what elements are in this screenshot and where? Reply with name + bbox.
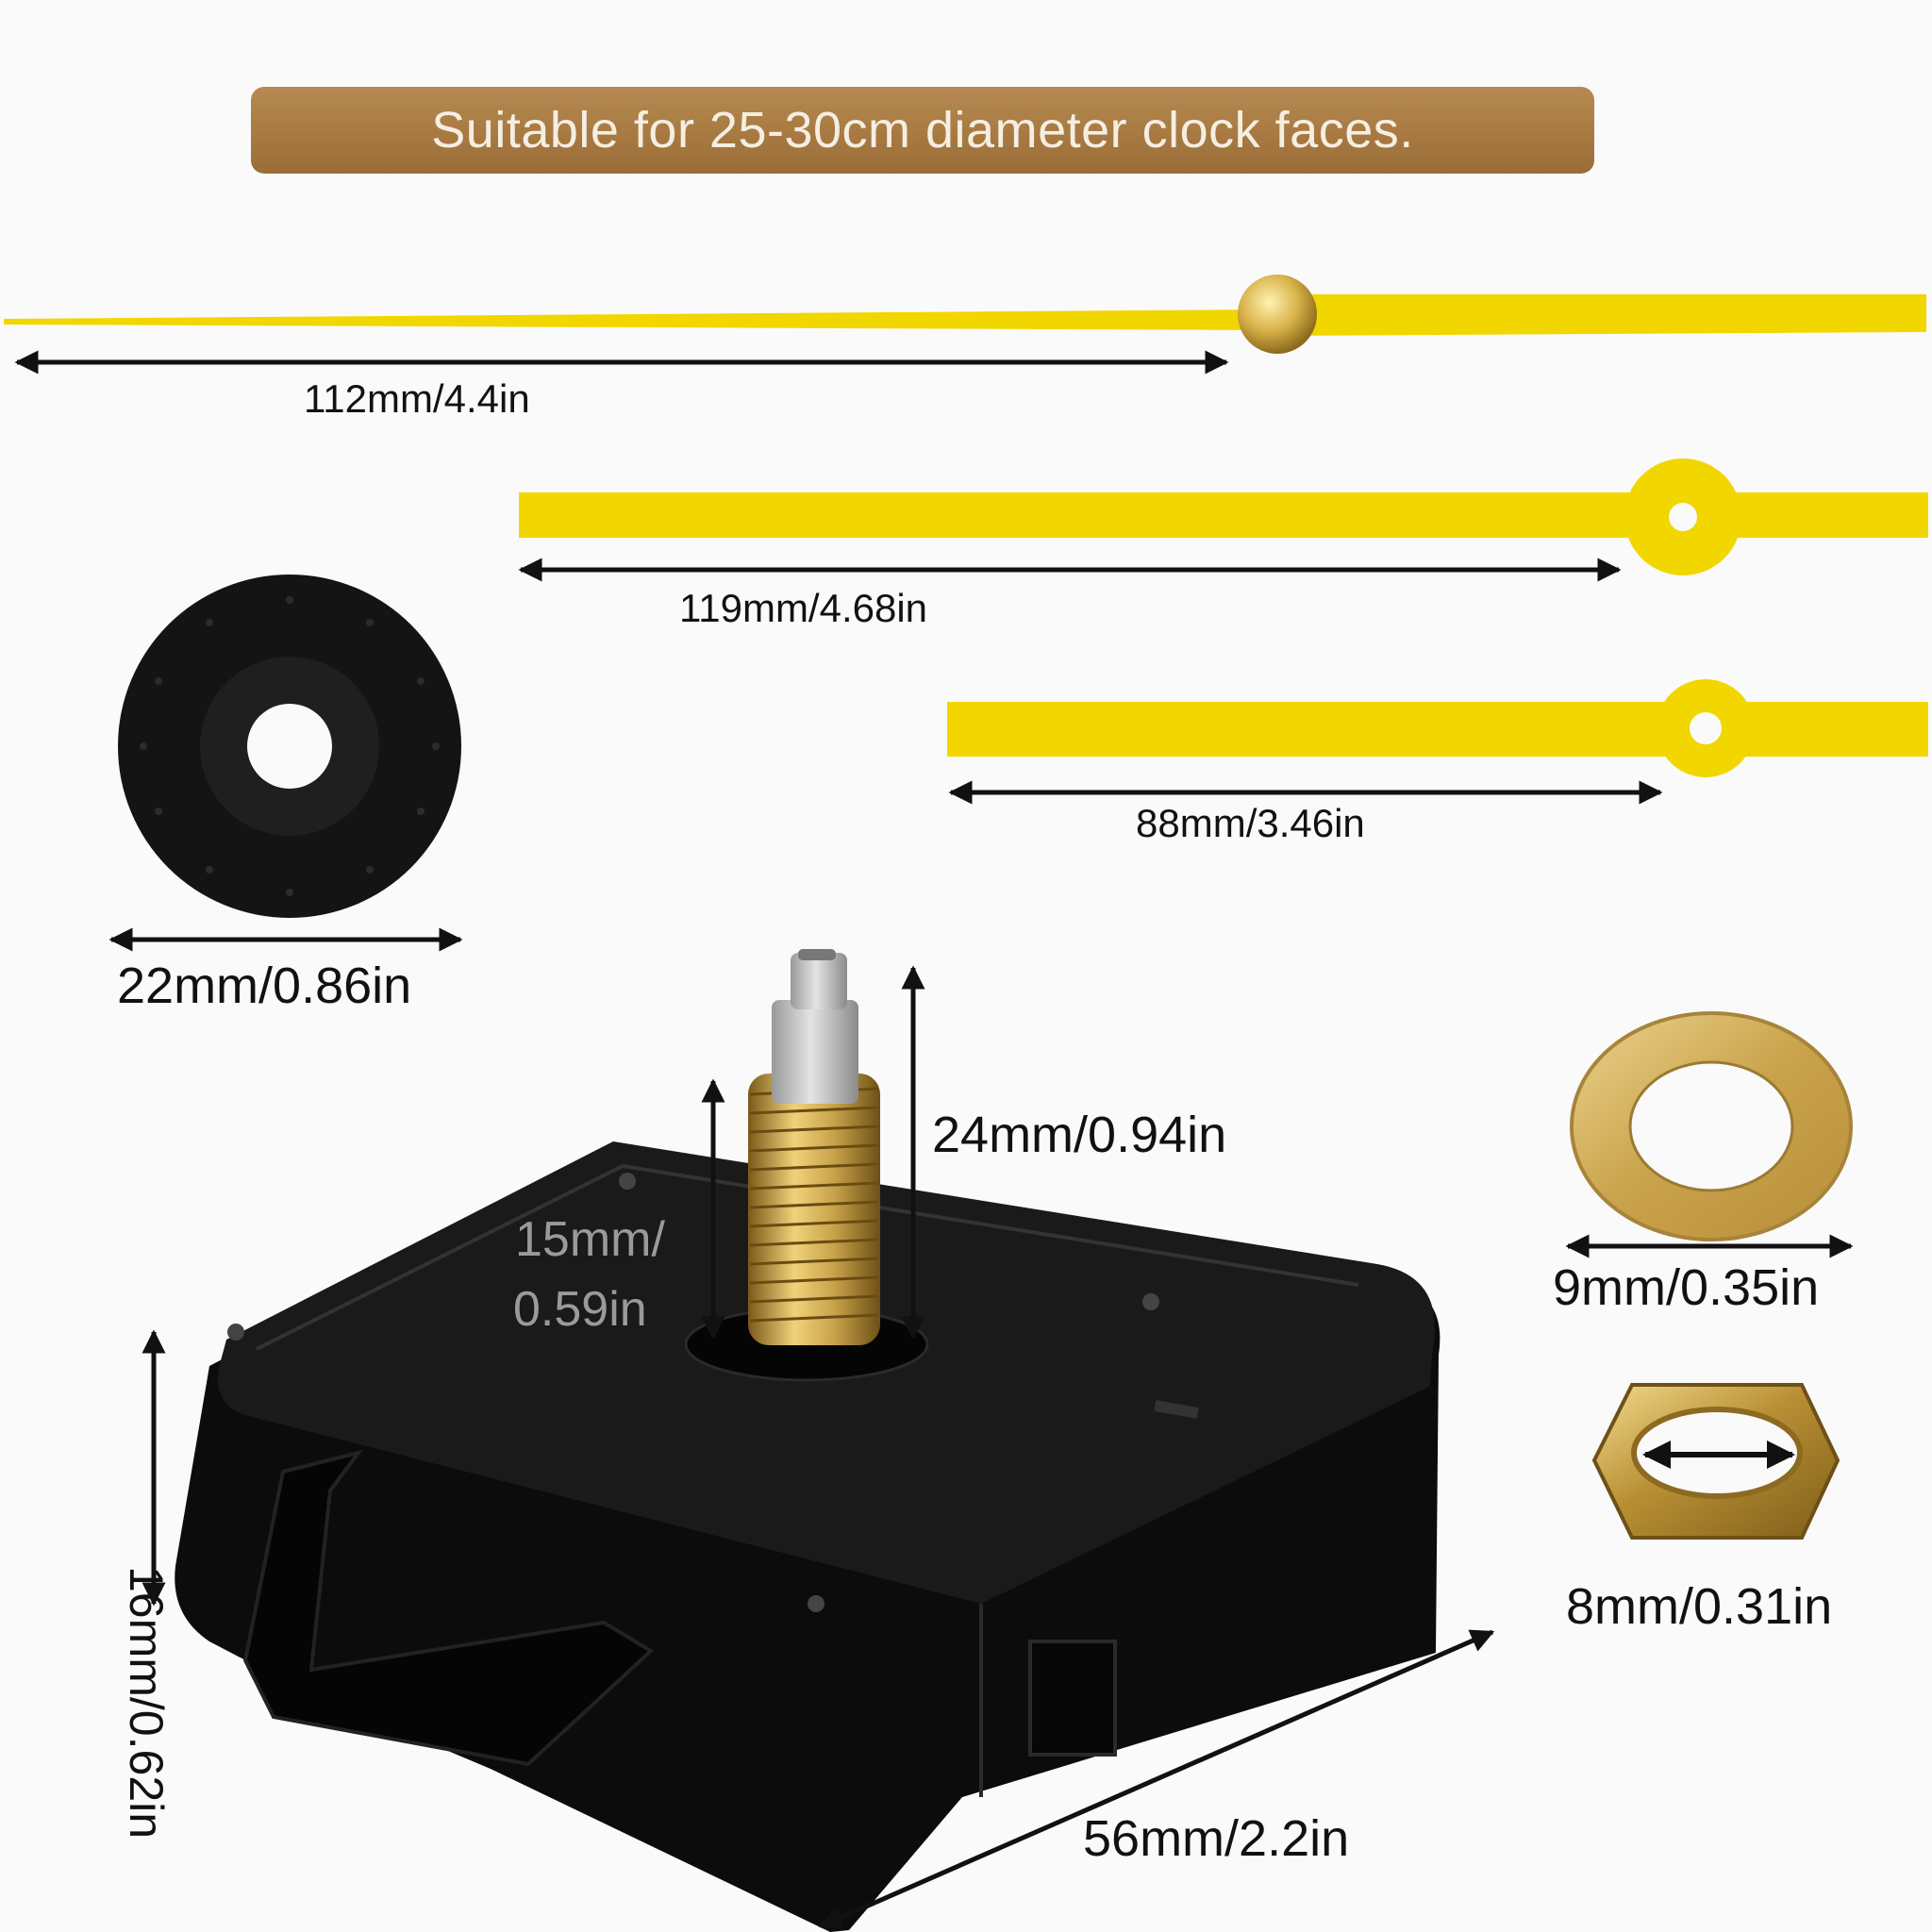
gasket-dimension: 22mm/0.86in [117,958,412,1014]
width-arrow [818,1629,1495,1929]
width-dimension: 56mm/2.2in [1083,1810,1350,1867]
thickness-dimension: 16mm/0.62in [120,1566,173,1840]
brass-washer [1570,1011,1853,1241]
hex-nut [1591,1383,1840,1540]
rubber-gasket [118,575,461,918]
shaft-height-dimension: 24mm/0.94in [932,1107,1227,1163]
thread-height-dimension-line2: 0.59in [513,1282,647,1337]
compatibility-banner: Suitable for 25-30cm diameter clock face… [251,87,1594,174]
hour-hand [947,679,1928,777]
hour-hand-dimension: 88mm/3.46in [1136,801,1365,845]
clock-movement [175,949,1441,1932]
minute-hand [519,458,1928,575]
banner-text: Suitable for 25-30cm diameter clock face… [431,102,1414,158]
nut-dimension: 8mm/0.31in [1566,1578,1833,1635]
second-hand-dimension: 112mm/4.4in [304,376,530,421]
washer-dimension: 9mm/0.35in [1553,1259,1820,1316]
thread-height-dimension-line1: 15mm/ [515,1212,665,1267]
minute-hand-dimension: 119mm/4.68in [679,586,928,630]
second-hand [4,275,1926,354]
